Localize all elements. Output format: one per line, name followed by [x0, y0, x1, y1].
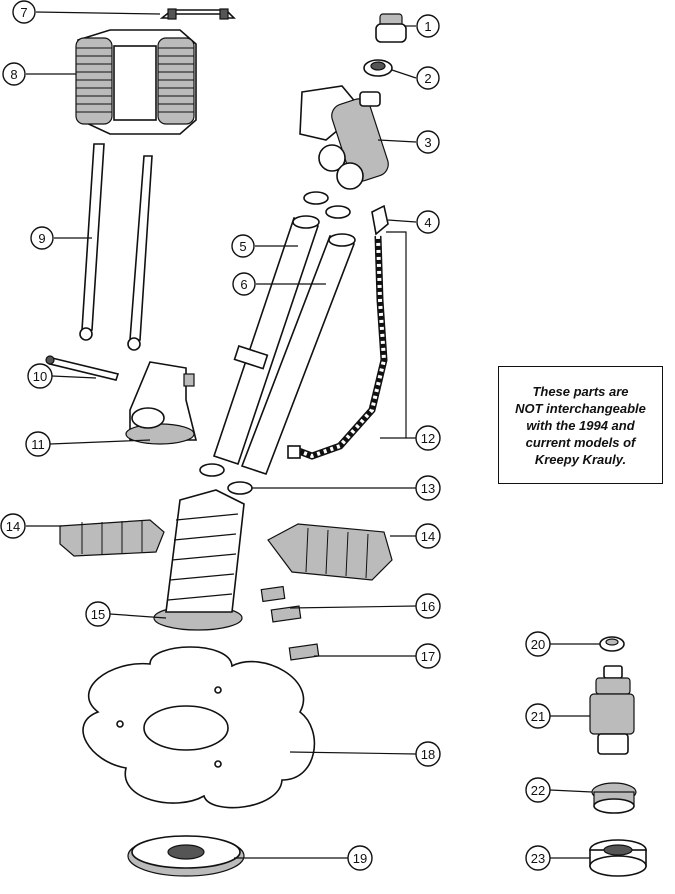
callout-1: 1: [416, 14, 440, 38]
callout-6: 6: [232, 272, 256, 296]
callout-20: 20: [525, 631, 551, 657]
callout-2: 2: [416, 66, 440, 90]
svg-text:19: 19: [353, 851, 367, 866]
svg-text:2: 2: [424, 71, 431, 86]
svg-text:5: 5: [239, 239, 246, 254]
svg-text:11: 11: [31, 437, 45, 452]
part-6-tube: [240, 233, 356, 476]
svg-text:1: 1: [424, 19, 431, 34]
callout-19: 19: [347, 845, 373, 871]
svg-text:4: 4: [424, 215, 431, 230]
svg-text:12: 12: [421, 431, 435, 446]
note-line-1: These parts are: [532, 383, 629, 399]
note-line-2: NOT interchangeable: [515, 400, 646, 416]
callout-23: 23: [525, 845, 551, 871]
part-11-coupling: [125, 361, 198, 445]
callout-4: 4: [416, 210, 440, 234]
svg-text:8: 8: [10, 67, 17, 82]
svg-text:3: 3: [424, 135, 431, 150]
callout-16: 16: [415, 593, 441, 619]
part-1-swivel-nut: [375, 13, 407, 43]
svg-text:7: 7: [20, 5, 27, 20]
svg-text:6: 6: [240, 277, 247, 292]
part-13-upper-o-rings: [303, 191, 351, 219]
svg-text:23: 23: [531, 851, 545, 866]
callout-17: 17: [415, 643, 441, 669]
callout-10: 10: [27, 363, 53, 389]
callout-7: 7: [12, 0, 36, 24]
part-15-body: [153, 489, 245, 631]
part-12-wiring-hose: [287, 235, 388, 460]
svg-text:9: 9: [38, 231, 45, 246]
callout-9: 9: [30, 226, 54, 250]
svg-text:15: 15: [91, 607, 105, 622]
svg-text:17: 17: [421, 649, 435, 664]
callout-14-left: 14: [0, 513, 26, 539]
svg-text:21: 21: [531, 709, 545, 724]
part-7-handle: [159, 8, 236, 20]
svg-text:16: 16: [421, 599, 435, 614]
callout-22: 22: [525, 777, 551, 803]
svg-text:20: 20: [531, 637, 545, 652]
callout-5: 5: [231, 234, 255, 258]
part-16-plates: [260, 585, 302, 623]
part-20-cap: [599, 636, 625, 652]
part-19-weight: [127, 835, 245, 877]
part-2-bearing: [363, 59, 393, 77]
svg-text:14: 14: [6, 519, 20, 534]
callout-18: 18: [415, 741, 441, 767]
note-line-4: current models of: [525, 434, 636, 450]
callout-3: 3: [416, 130, 440, 154]
part-14-foot-pad-left: [59, 519, 165, 557]
interchangeability-note: These parts are NOT interchangeable with…: [498, 366, 663, 484]
callout-12: 12: [415, 425, 441, 451]
svg-text:13: 13: [421, 481, 435, 496]
callout-11: 11: [25, 431, 51, 457]
part-5-tube: [212, 215, 320, 466]
callout-15: 15: [85, 601, 111, 627]
part-14-foot-pad-right: [267, 523, 393, 581]
leader-lines: [26, 11, 600, 859]
callout-13: 13: [415, 475, 441, 501]
part-10-axle-pin: [45, 355, 120, 381]
note-line-3: with the 1994 and: [526, 417, 635, 433]
svg-text:14: 14: [421, 529, 435, 544]
part-3-upper-hose-adapter: [299, 85, 389, 190]
part-8-float-body: [75, 29, 197, 135]
part-17-plate: [288, 643, 320, 661]
svg-text:18: 18: [421, 747, 435, 762]
part-23-ring: [589, 839, 647, 877]
part-21-valve: [589, 665, 635, 755]
callout-8: 8: [2, 62, 26, 86]
part-9-legs: [79, 143, 153, 351]
svg-text:22: 22: [531, 783, 545, 798]
note-line-5: Kreepy Krauly.: [534, 451, 627, 467]
part-13-lower-o-rings: [199, 463, 253, 495]
part-18-disc: [82, 646, 316, 809]
callout-21: 21: [525, 703, 551, 729]
svg-text:10: 10: [33, 369, 47, 384]
part-22-nut: [591, 782, 637, 814]
callout-14-right: 14: [415, 523, 441, 549]
part-4-clip: [371, 204, 389, 236]
